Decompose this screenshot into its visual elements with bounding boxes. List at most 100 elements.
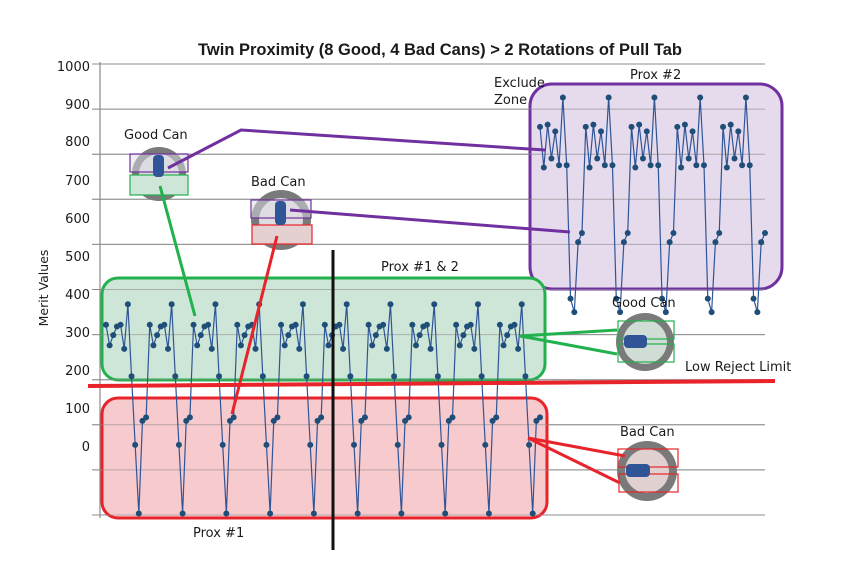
series-group — [103, 94, 768, 517]
prox1-point — [299, 301, 306, 308]
prox2-point — [674, 123, 681, 130]
prox1-point — [234, 321, 241, 328]
prox2-point — [559, 94, 566, 101]
connector-bad-right-b — [527, 436, 621, 485]
prox1-point — [365, 321, 372, 328]
prox1-point — [237, 342, 244, 349]
prox1-point — [467, 321, 474, 328]
prox1-point — [522, 373, 529, 380]
prox2-line — [539, 97, 766, 313]
prox1-point — [347, 373, 354, 380]
prox1-point — [252, 345, 259, 352]
bad-can-top-illustration — [250, 190, 313, 250]
prox1-label: Prox #1 — [193, 526, 244, 541]
bad-can-top-label: Bad Can — [251, 175, 306, 190]
connector-good-right-a — [519, 328, 618, 338]
prox2-point — [582, 123, 589, 130]
prox1-point — [281, 342, 288, 349]
prox1-point — [197, 332, 204, 339]
prox2-point — [712, 239, 719, 246]
y-tick-label: 600 — [65, 212, 90, 227]
prox1-point — [442, 510, 449, 517]
prox1-point — [456, 342, 463, 349]
prox2-point — [739, 162, 746, 169]
prox1-point — [518, 301, 525, 308]
prox1-point — [186, 414, 193, 421]
prox1-point — [128, 373, 135, 380]
prox2-point — [708, 309, 715, 316]
prox2-point — [636, 121, 643, 128]
prox2-point — [678, 164, 685, 171]
prox2-point — [594, 155, 601, 162]
prox1-point — [361, 414, 368, 421]
connector-good-prox1 — [158, 185, 197, 317]
prox1-point — [493, 414, 500, 421]
prox2-point — [620, 239, 627, 246]
prox1-point — [259, 373, 266, 380]
chart-title: Twin Proximity (8 Good, 4 Bad Cans) > 2 … — [198, 41, 682, 59]
prox2-point — [662, 309, 669, 316]
y-tick-label: 800 — [65, 135, 90, 150]
prox1-point — [132, 441, 139, 448]
prox1-point — [263, 441, 270, 448]
prox2-point — [609, 162, 616, 169]
prox1-point — [372, 332, 379, 339]
prox1-point — [168, 301, 175, 308]
prox1-point — [526, 441, 533, 448]
good-can-right-illustration — [616, 313, 675, 371]
prox2-point — [624, 230, 631, 237]
prox1-point — [438, 441, 445, 448]
prox1-point — [103, 321, 109, 328]
prox1-point — [117, 321, 124, 328]
prox1-sensor-box — [251, 224, 313, 245]
prox2-point — [540, 164, 547, 171]
prox2-point — [670, 230, 677, 237]
prox1-point — [405, 414, 412, 421]
prox1-point — [394, 441, 401, 448]
prox1-point — [121, 345, 128, 352]
prox1-point — [409, 321, 416, 328]
connector-bad-prox2 — [289, 208, 571, 234]
prox1-point — [241, 332, 248, 339]
low-reject-limit-label: Low Reject Limit — [685, 360, 791, 375]
low-reject-limit-line — [87, 379, 776, 388]
prox1-point — [325, 342, 332, 349]
prox2-point — [742, 94, 749, 101]
prox12-label: Prox #1 & 2 — [381, 260, 459, 275]
good-can-top-label: Good Can — [124, 128, 188, 143]
prox2-point — [556, 162, 563, 169]
prox1-point — [391, 373, 398, 380]
prox2-point — [575, 239, 582, 246]
prox2-point — [598, 128, 605, 135]
prox2-point — [639, 155, 646, 162]
prox1-point — [398, 510, 405, 517]
prox2-point — [590, 121, 597, 128]
prox1-point — [336, 321, 343, 328]
prox1-point — [460, 332, 467, 339]
prox2-point — [697, 94, 704, 101]
prox2-point — [762, 230, 768, 237]
prox1-point — [106, 342, 113, 349]
y-tick-label: 200 — [65, 364, 90, 379]
prox1-point — [453, 321, 460, 328]
prox2-point — [567, 295, 574, 302]
prox2-point — [735, 128, 742, 135]
prox1-point — [161, 321, 168, 328]
y-tick-label: 700 — [65, 174, 90, 189]
prox1-point — [496, 321, 503, 328]
good-can-right-label: Good Can — [612, 296, 676, 311]
prox1-point — [343, 301, 350, 308]
prox2-point — [720, 123, 727, 130]
bad-region — [100, 396, 549, 520]
prox1-point — [219, 441, 226, 448]
prox1-point — [154, 332, 161, 339]
prox1-point — [318, 414, 325, 421]
prox1-point — [529, 510, 536, 517]
bad-can-right-illustration — [617, 441, 679, 501]
prox2-point — [571, 309, 578, 316]
prox1-point — [212, 301, 219, 308]
prox1-point — [427, 345, 434, 352]
prox1-point — [515, 345, 522, 352]
prox2-point — [700, 162, 707, 169]
